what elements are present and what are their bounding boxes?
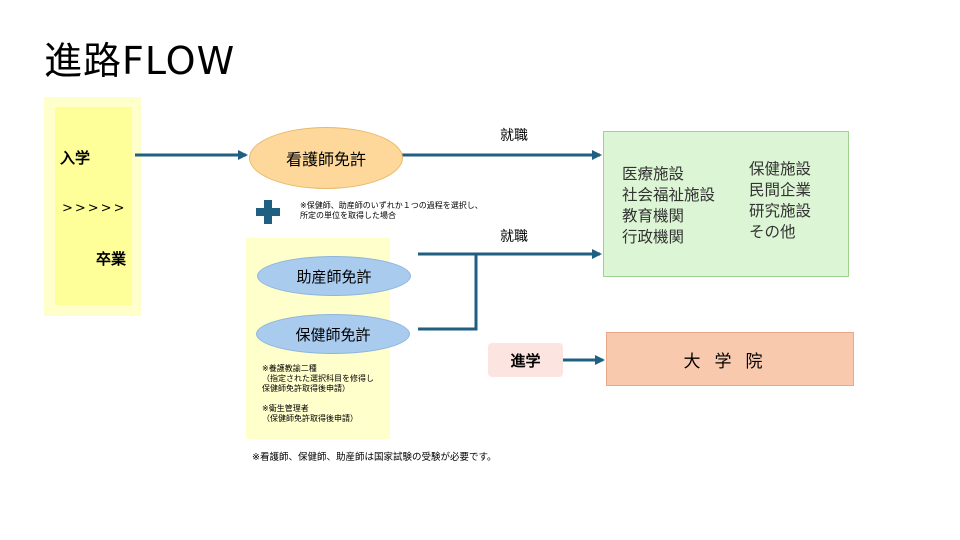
advancement-label: 進学 (488, 343, 563, 377)
employment-destinations-box (603, 131, 849, 277)
destinations-column-1: 医療施設 社会福祉施設 教育機関 行政機関 (622, 164, 715, 248)
destination-item: 行政機関 (622, 228, 685, 246)
destination-item: 社会福祉施設 (622, 186, 716, 204)
progress-arrows-label: >>>>> (62, 201, 127, 216)
graduation-label: 卒業 (96, 250, 127, 268)
school-nurse-teacher-note: ※養護教諭二種 （指定された選択科目を修得し 保健師免許取得後申請） (262, 364, 374, 393)
public-health-nurse-license-node: 保健師免許 (256, 314, 410, 354)
plus-condition-note: ※保健師、助産師のいずれか１つの過程を選択し、 所定の単位を取得した場合 (300, 201, 483, 220)
plus-icon (256, 200, 280, 224)
employment-label-top: 就職 (500, 128, 528, 144)
destination-item: 医療施設 (622, 165, 685, 183)
destination-item: その他 (749, 223, 796, 241)
entry-label: 入学 (60, 149, 91, 167)
page-title: 進路FLOW (44, 39, 236, 83)
employment-label-bottom: 就職 (500, 229, 528, 245)
destination-item: 保健施設 (749, 160, 812, 178)
nurse-license-node: 看護師免許 (249, 127, 403, 189)
destination-item: 研究施設 (749, 202, 812, 220)
exam-footnote: ※看護師、保健師、助産師は国家試験の受験が必要です。 (252, 452, 497, 463)
destinations-column-2: 保健施設 民間企業 研究施設 その他 (749, 159, 811, 243)
midwife-license-node: 助産師免許 (257, 256, 411, 296)
graduate-school-box: 大学院 (606, 332, 854, 386)
destination-item: 教育機関 (622, 207, 685, 225)
enrollment-box (55, 107, 132, 305)
hygiene-manager-note: ※衛生管理者 （保健師免許取得後申請） (262, 404, 358, 423)
destination-item: 民間企業 (749, 181, 812, 199)
